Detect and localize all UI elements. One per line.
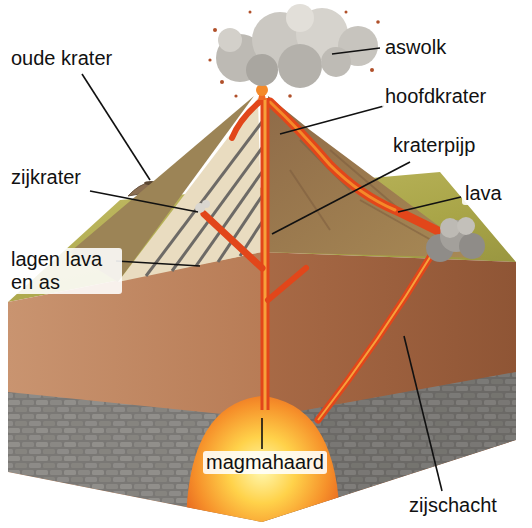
part-label: magmahaard (203, 451, 327, 474)
ejecta (208, 11, 379, 98)
part-label: lava (462, 182, 505, 205)
lava-ash-layers (118, 98, 262, 282)
part-label: zijschacht (406, 494, 500, 517)
main-conduit (261, 98, 270, 410)
lava-flow (270, 102, 440, 232)
part-label: kraterpijp (390, 134, 478, 157)
part-label: oude krater (8, 47, 115, 70)
part-label: zijkrater (8, 166, 84, 189)
part-label: lagen lava en as (8, 248, 122, 294)
volcano-cone (262, 96, 482, 258)
part-label: aswolk (382, 36, 449, 59)
part-label: hoofdkrater (382, 85, 489, 108)
leader-lines (82, 48, 461, 491)
magma-chamber (186, 396, 340, 524)
ash-cloud (216, 4, 378, 88)
smoke-cloud (426, 217, 485, 262)
side-branch (204, 214, 262, 268)
side-shaft (318, 254, 432, 420)
